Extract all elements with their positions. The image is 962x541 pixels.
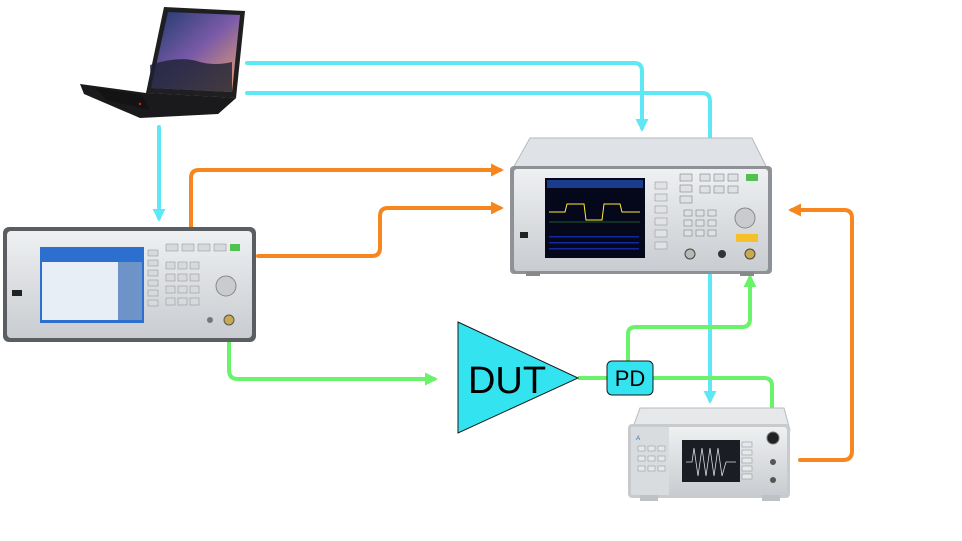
- dut-amplifier: DUT: [457, 321, 580, 434]
- power-meter-icon: A: [628, 407, 791, 501]
- laptop-icon: [80, 7, 245, 118]
- rf-line-generator-to-dut: [227, 320, 438, 386]
- rf-line-pd-to-analyzer: [626, 274, 757, 362]
- dut-triangle: [457, 321, 580, 434]
- pd-label: PD: [615, 366, 646, 391]
- spectrum-analyzer-icon: [510, 137, 772, 276]
- ref-line-powermeter-to-analyzer: [788, 203, 854, 462]
- pd-box: [606, 360, 654, 396]
- svg-text:A: A: [635, 436, 640, 442]
- signal-generator-icon: [3, 227, 256, 342]
- ref-line-generator-to-analyzer-top: [189, 163, 504, 229]
- control-line-laptop-to-powermeter: [245, 91, 717, 404]
- control-line-laptop-to-analyzer-a: [245, 61, 649, 132]
- rf-line-pd-to-powermeter: [650, 376, 779, 426]
- ref-line-generator-to-analyzer-bottom: [256, 201, 504, 258]
- pd-power-divider: PD: [606, 360, 654, 396]
- dut-label: DUT: [468, 360, 546, 402]
